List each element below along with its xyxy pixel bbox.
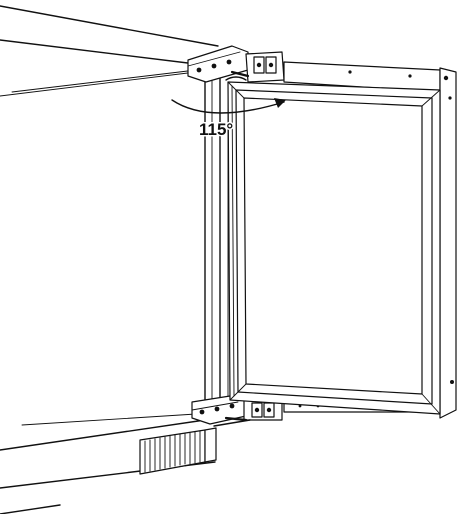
bottom-hinge xyxy=(191,395,283,427)
top-hinge-screw xyxy=(226,59,232,65)
door-inner-panel xyxy=(243,97,423,395)
bottom-hinge-screw xyxy=(266,407,272,413)
top-hinge xyxy=(187,45,285,83)
cabinet-body xyxy=(0,5,229,514)
top-hinge-screw xyxy=(211,63,217,69)
opening-angle-indicator: 115° xyxy=(171,98,286,141)
ventilation-grille xyxy=(139,427,217,475)
door-mitre-line xyxy=(421,393,441,415)
bottom-hinge-screw xyxy=(214,406,220,412)
top-hinge-screw xyxy=(256,62,262,68)
opening-angle-label: 115° xyxy=(199,120,233,139)
door-side-screw xyxy=(450,380,454,384)
cabinet-bottom-panel-line xyxy=(21,413,197,426)
door-mitre-line xyxy=(421,89,441,107)
bottom-hinge-plate-edge xyxy=(191,401,239,411)
cabinet-top-panel-line xyxy=(0,71,197,97)
door-mitre-line xyxy=(227,81,245,99)
bottom-hinge-screw xyxy=(199,409,205,415)
top-hinge-screw xyxy=(268,62,274,68)
bottom-hinge-screw xyxy=(254,407,260,413)
opening-angle-arc xyxy=(171,99,285,114)
cabinet-floor-line xyxy=(0,504,61,514)
top-hinge-pivot-curve xyxy=(225,76,247,81)
grille-side xyxy=(204,427,217,463)
bottom-hinge-screw xyxy=(229,403,235,409)
cabinet-top-panel-line-2 xyxy=(11,69,197,93)
cabinet-bottom-edge-line xyxy=(0,419,206,451)
open-door xyxy=(227,61,457,419)
top-hinge-screw xyxy=(196,67,202,73)
door-side-screw xyxy=(443,75,449,81)
cabinet-top-edge-line xyxy=(0,5,219,47)
top-hinge-pivot-arm xyxy=(230,70,250,78)
top-hinge-plate-edge xyxy=(187,51,241,67)
top-hinge-door-bracket xyxy=(245,51,285,83)
back-plate-screw xyxy=(348,70,352,74)
bottom-hinge-pivot-arm xyxy=(224,416,248,422)
door-mitre-line xyxy=(229,383,247,401)
opening-angle-arrowhead xyxy=(274,98,286,108)
door-hinge-side-strip xyxy=(231,85,235,397)
cabinet-top-inner-line xyxy=(0,39,197,65)
back-plate-screw xyxy=(408,74,412,78)
door-side-screw xyxy=(448,96,452,100)
door-side-edge xyxy=(439,67,457,419)
bottom-hinge-lower-edge xyxy=(213,419,251,427)
